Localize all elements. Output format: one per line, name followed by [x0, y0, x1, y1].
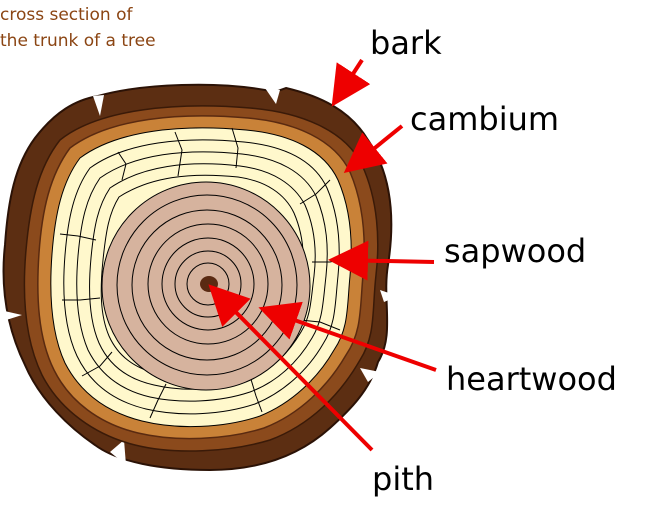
caption-line-2: the trunk of a tree: [0, 31, 156, 51]
label-sapwood: sapwood: [444, 232, 586, 270]
bark-arrow: [331, 58, 371, 107]
bark-crack: [360, 368, 380, 382]
wood-crack: [149, 383, 167, 419]
bark-crack: [380, 290, 398, 302]
bark-crack: [110, 440, 126, 465]
heartwood-rings: [116, 194, 298, 376]
wood-crack: [299, 179, 331, 205]
heartwood-arrow: [258, 301, 437, 372]
wood-crack: [174, 131, 183, 177]
heartwood-ring: [186, 262, 230, 306]
label-pith: pith: [372, 460, 434, 498]
bark-crack: [0, 310, 22, 322]
pith-arrow: [208, 284, 374, 452]
heartwood-ring: [147, 223, 269, 345]
label-bark: bark: [370, 24, 442, 62]
cambium-arrow: [343, 124, 404, 174]
wood-crack: [231, 127, 239, 169]
bark-crack: [330, 418, 346, 440]
pointer-arrows: [208, 58, 437, 452]
bark-crack: [265, 88, 280, 104]
heartwood-ring: [116, 194, 298, 376]
diagram-caption: cross section of the trunk of a tree: [0, 2, 220, 54]
wood-crack: [117, 151, 127, 181]
label-heartwood: heartwood: [446, 360, 617, 398]
wood-crack: [62, 297, 101, 301]
sapwood-arrow: [328, 240, 435, 281]
wood-crack: [81, 351, 113, 377]
heartwood-ring: [131, 209, 283, 361]
label-cambium: cambium: [410, 100, 559, 138]
heartwood-ring: [161, 237, 255, 331]
bark-crack: [93, 95, 104, 116]
caption-line-1: cross section of: [0, 5, 133, 25]
heartwood-ring: [174, 250, 242, 318]
wood-crack: [59, 233, 97, 241]
wood-crack: [299, 319, 341, 331]
wood-crack: [249, 375, 263, 413]
